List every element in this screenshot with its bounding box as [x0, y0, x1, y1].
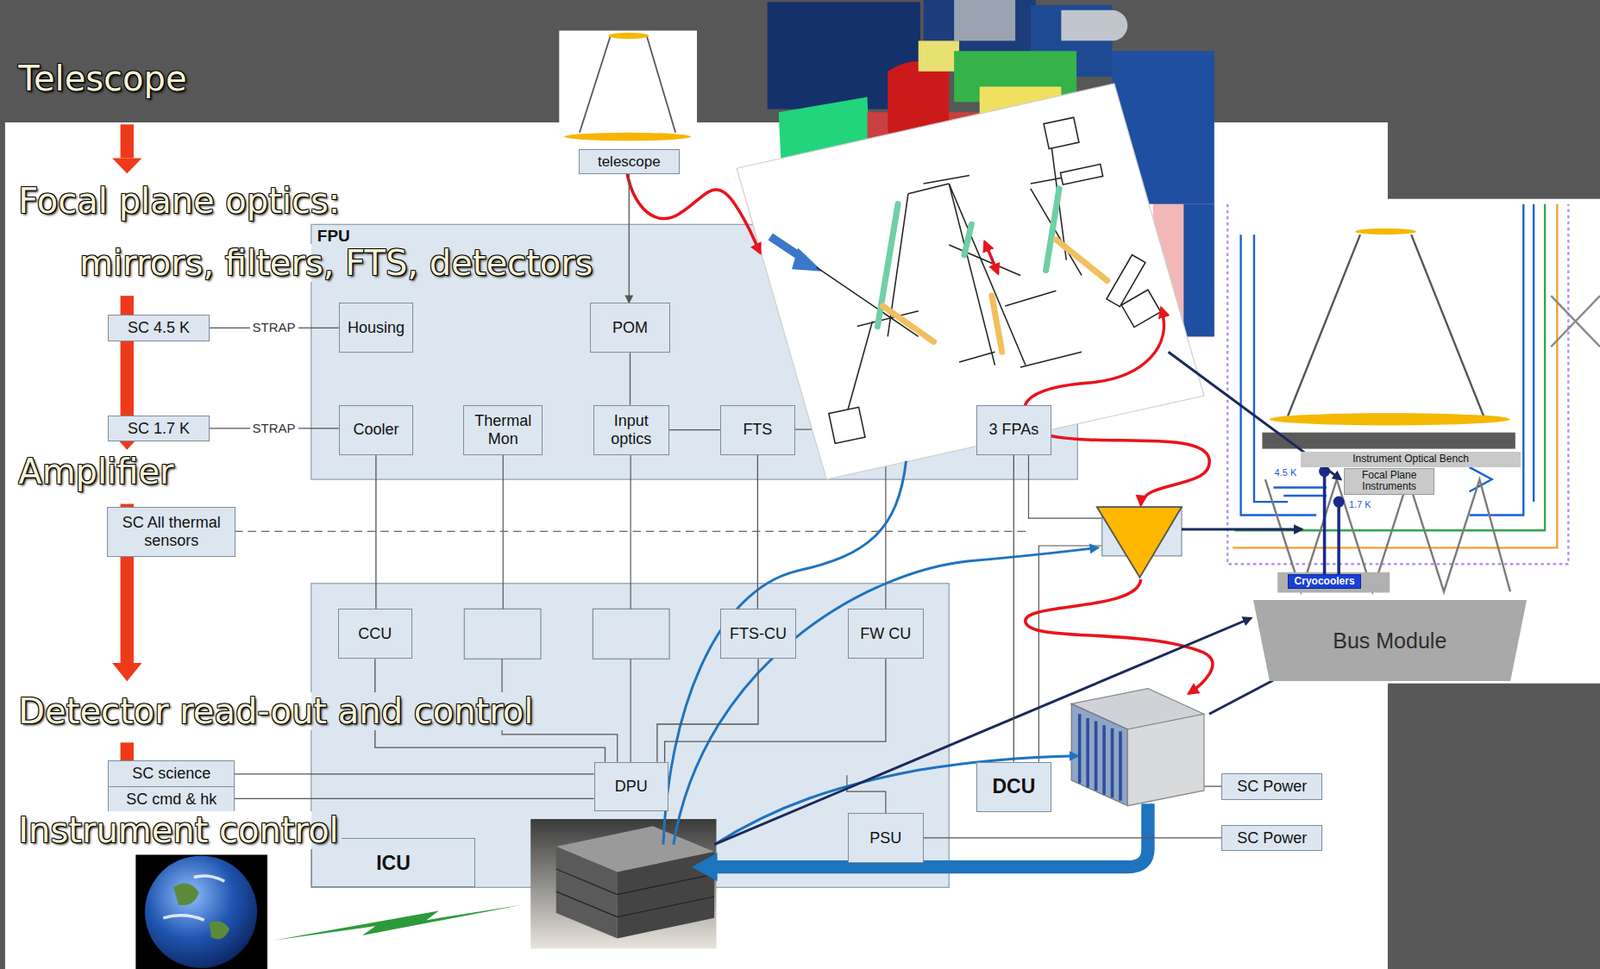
node-text: CCU [357, 625, 392, 644]
electronics-outline [311, 583, 949, 889]
interface-box: SC science [107, 760, 235, 788]
blank-box [592, 608, 670, 659]
unit-box: Input optics [593, 405, 670, 456]
node-text: POM [612, 319, 648, 338]
unit-box: FTS [720, 405, 795, 456]
node-text: SC All thermal sensors [110, 514, 233, 550]
node-text: Thermal Mon [466, 412, 540, 448]
temperature-label: 4.5 K [1273, 467, 1299, 478]
node-text: Focal Plane Instruments [1344, 470, 1434, 493]
readout-rack [1071, 689, 1205, 807]
node-text: Housing [347, 319, 405, 338]
data-arrowhead [691, 853, 718, 882]
downlink-bolt [273, 904, 523, 941]
edge-label: STRAP [250, 320, 299, 336]
earth-figure [135, 854, 268, 969]
connector [757, 455, 759, 610]
connector [234, 773, 594, 775]
connector [665, 658, 886, 763]
electronics-unit [530, 819, 716, 949]
cryocooler-box: Cryocoolers [1287, 574, 1362, 590]
node-text: DCU [991, 775, 1036, 798]
connector [375, 455, 377, 610]
unit-box: CCU [338, 608, 413, 659]
stage-label: Telescope [15, 59, 189, 98]
node-text: telescope [597, 153, 661, 171]
node-text: DPU [614, 778, 648, 797]
node-text: FW CU [859, 625, 911, 644]
spacecraft-figure [1224, 199, 1600, 684]
optics-schematic [736, 83, 1205, 480]
unit-box: FTS-CU [720, 608, 797, 659]
node-text: SC 4.5 K [127, 319, 190, 338]
interface-box: SC Power [1221, 773, 1323, 801]
node-text: FTS-CU [729, 625, 787, 644]
unit-box: 3 FPAs [976, 405, 1051, 456]
stage-label: Detector read-out and control [15, 692, 536, 731]
connector [669, 429, 721, 431]
stage-label: Amplifier [15, 452, 176, 491]
stage-label: Focal plane optics: [15, 181, 343, 220]
interface-box: SC 1.7 K [107, 415, 209, 443]
interface-box: SC cmd & hk [107, 786, 235, 814]
unit-box: PSU [847, 813, 924, 864]
node-text: SC Power [1236, 829, 1307, 848]
optical-bench-bar: Instrument Optical Bench [1300, 451, 1520, 467]
unit-box: Thermal Mon [463, 405, 543, 456]
node-text: Bus Module [1332, 628, 1447, 654]
temperature-label: 1.7 K [1348, 499, 1373, 510]
unit-box: FW CU [847, 608, 924, 659]
interface-box: SC All thermal sensors [106, 507, 236, 558]
connector [628, 174, 630, 303]
node-text: PSU [869, 829, 902, 848]
connector [234, 798, 594, 800]
unit-box: POM [589, 302, 671, 353]
unit-box: Housing [338, 302, 414, 353]
amplifier-symbol [1097, 507, 1182, 578]
trapezoid-shape [1253, 600, 1527, 683]
stage-label: Instrument control [15, 811, 341, 850]
connector [1013, 455, 1015, 763]
node-text: Cooler [352, 420, 399, 440]
stage-label: mirrors, filters, FTS, detectors [76, 244, 596, 283]
unit-box: DPU [594, 762, 669, 812]
node-text: SC cmd & hk [125, 790, 217, 810]
connector [657, 658, 759, 763]
unit-box: DCU [976, 762, 1051, 813]
instrument-box: Focal Plane Instruments [1343, 468, 1435, 496]
blank-box [464, 608, 541, 659]
node-text: 3 FPAs [988, 420, 1039, 440]
node-text: Cryocoolers [1294, 576, 1356, 588]
panel-ground [5, 122, 1388, 969]
signal-arrows [624, 152, 1341, 867]
node-text: SC 1.7 K [127, 420, 190, 439]
node-text: SC Power [1236, 778, 1307, 797]
interface-box: SC 4.5 K [107, 314, 209, 342]
interface-box: SC Power [1221, 825, 1323, 853]
node-text: SC science [131, 765, 211, 784]
node-text: ICU [376, 852, 411, 875]
connector [923, 837, 1223, 839]
node-text: FTS [742, 420, 772, 440]
connector [629, 352, 631, 405]
edge-label: STRAP [250, 421, 299, 437]
bus-module: Bus Module [1253, 600, 1527, 683]
node-text: Instrument Optical Bench [1352, 453, 1469, 465]
node-text: Input optics [596, 412, 666, 448]
telescope-box: telescope [578, 149, 680, 176]
unit-box: Cooler [338, 405, 414, 456]
